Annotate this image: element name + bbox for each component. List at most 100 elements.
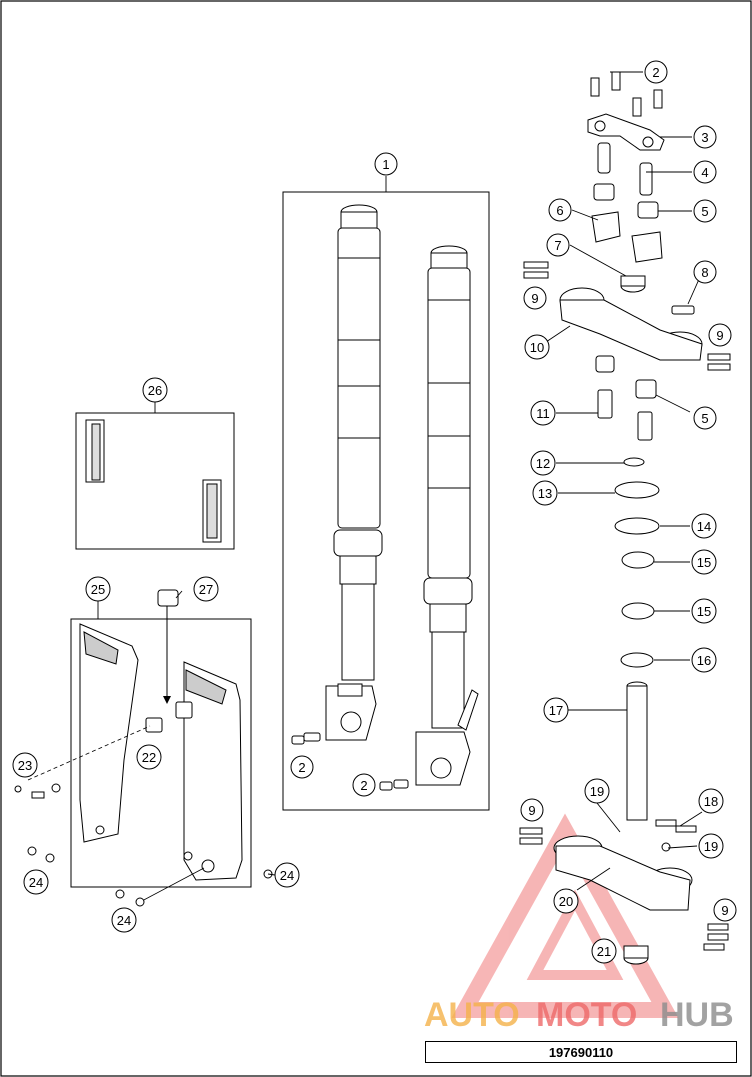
- svg-text:7: 7: [554, 238, 561, 253]
- steering-stem: [626, 681, 648, 821]
- svg-text:9: 9: [531, 291, 538, 306]
- callout-2-left-axle: 2: [290, 755, 314, 779]
- svg-text:26: 26: [148, 383, 162, 398]
- part-code: 197690110: [548, 1044, 614, 1060]
- part-code-box: 197690110: [425, 1041, 737, 1063]
- cable-guide: [145, 589, 193, 733]
- fork-leg-right: [415, 245, 479, 786]
- svg-text:19: 19: [590, 784, 604, 799]
- callout-7: 7: [546, 233, 570, 257]
- svg-text:9: 9: [721, 903, 728, 918]
- bolts-9-top: [523, 261, 731, 371]
- sticker-left: [85, 419, 105, 483]
- nut-7: [620, 275, 646, 293]
- callout-15-lower: 15: [691, 598, 717, 624]
- clamp-bolts-4: [597, 142, 653, 196]
- callout-21: 21: [591, 938, 617, 964]
- svg-text:13: 13: [538, 486, 552, 501]
- callout-24-left: 24: [23, 869, 49, 895]
- callout-1: 1: [374, 152, 398, 176]
- callout-18: 18: [698, 788, 724, 814]
- svg-text:15: 15: [697, 555, 711, 570]
- callout-22: 22: [136, 744, 162, 770]
- callout-16: 16: [691, 647, 717, 673]
- callout-19-right: 19: [698, 833, 724, 859]
- svg-text:24: 24: [280, 868, 294, 883]
- svg-text:9: 9: [528, 803, 535, 818]
- callout-3: 3: [693, 125, 717, 149]
- callout-9-lower-left: 9: [520, 798, 544, 822]
- svg-text:11: 11: [536, 406, 550, 421]
- watermark-triangle: [451, 813, 679, 1018]
- callout-9-upper-right: 9: [708, 323, 732, 347]
- leader-lines: [97, 71, 703, 891]
- callout-23: 23: [12, 752, 38, 778]
- svg-text:15: 15: [697, 604, 711, 619]
- svg-text:25: 25: [91, 582, 105, 597]
- svg-text:16: 16: [697, 653, 711, 668]
- callout-19-left: 19: [584, 778, 610, 804]
- sticker-right: [202, 479, 222, 543]
- svg-text:20: 20: [559, 894, 573, 909]
- callout-6: 6: [548, 198, 572, 222]
- svg-text:17: 17: [549, 703, 563, 718]
- sleeve-11: [597, 389, 653, 441]
- svg-text:14: 14: [697, 519, 711, 534]
- callout-9-lower-right: 9: [713, 898, 737, 922]
- callout-2-right-axle: 2: [352, 773, 376, 797]
- svg-text:5: 5: [701, 411, 708, 426]
- callout-4: 4: [693, 160, 717, 184]
- fork-leg-left: [325, 204, 383, 741]
- watermark-logo: AUTO MOTO HUB: [424, 996, 734, 1034]
- svg-text:2: 2: [298, 760, 305, 775]
- lower-triple-clamp: [553, 835, 693, 911]
- callout-25: 25: [85, 576, 111, 602]
- svg-text:23: 23: [18, 758, 32, 773]
- svg-text:22: 22: [142, 750, 156, 765]
- fork-guard-right: [183, 661, 243, 881]
- callout-27: 27: [193, 576, 219, 602]
- bushing-5-upper: [593, 183, 659, 219]
- bolts-lower: [519, 819, 729, 951]
- callout-20: 20: [553, 888, 579, 914]
- callout-10: 10: [524, 334, 550, 360]
- top-bolts: [590, 71, 663, 117]
- callout-26: 26: [142, 377, 168, 403]
- svg-text:10: 10: [530, 340, 544, 355]
- callout-24-right: 24: [274, 862, 300, 888]
- svg-text:4: 4: [701, 165, 708, 180]
- callout-17: 17: [543, 697, 569, 723]
- svg-text:18: 18: [704, 794, 718, 809]
- callout-15-upper: 15: [691, 549, 717, 575]
- svg-text:1: 1: [382, 157, 389, 172]
- fork-guard-group-box: [70, 618, 252, 888]
- bushing-5-lower: [595, 355, 657, 399]
- callout-8: 8: [693, 260, 717, 284]
- handlebar-clamp: [587, 113, 665, 151]
- svg-text:19: 19: [704, 839, 718, 854]
- svg-text:3: 3: [701, 130, 708, 145]
- callout-12: 12: [530, 450, 556, 476]
- callout-11: 11: [530, 400, 556, 426]
- svg-text:9: 9: [716, 328, 723, 343]
- watermark-hub: HUB: [660, 996, 734, 1034]
- svg-text:8: 8: [701, 265, 708, 280]
- callout-5-lower: 5: [693, 406, 717, 430]
- callout-13: 13: [532, 480, 558, 506]
- svg-text:12: 12: [536, 456, 550, 471]
- svg-text:21: 21: [597, 944, 611, 959]
- svg-text:27: 27: [199, 582, 213, 597]
- svg-text:5: 5: [701, 204, 708, 219]
- nut-21: [623, 945, 649, 965]
- callout-14: 14: [691, 513, 717, 539]
- bolt-8: [671, 305, 695, 315]
- svg-text:6: 6: [556, 203, 563, 218]
- axle-screws: [291, 732, 409, 791]
- svg-text:24: 24: [117, 913, 131, 928]
- fork-guard-left: [79, 623, 139, 843]
- callout-5-upper: 5: [693, 199, 717, 223]
- watermark-auto: AUTO: [424, 996, 520, 1034]
- guard-screws: [14, 783, 273, 907]
